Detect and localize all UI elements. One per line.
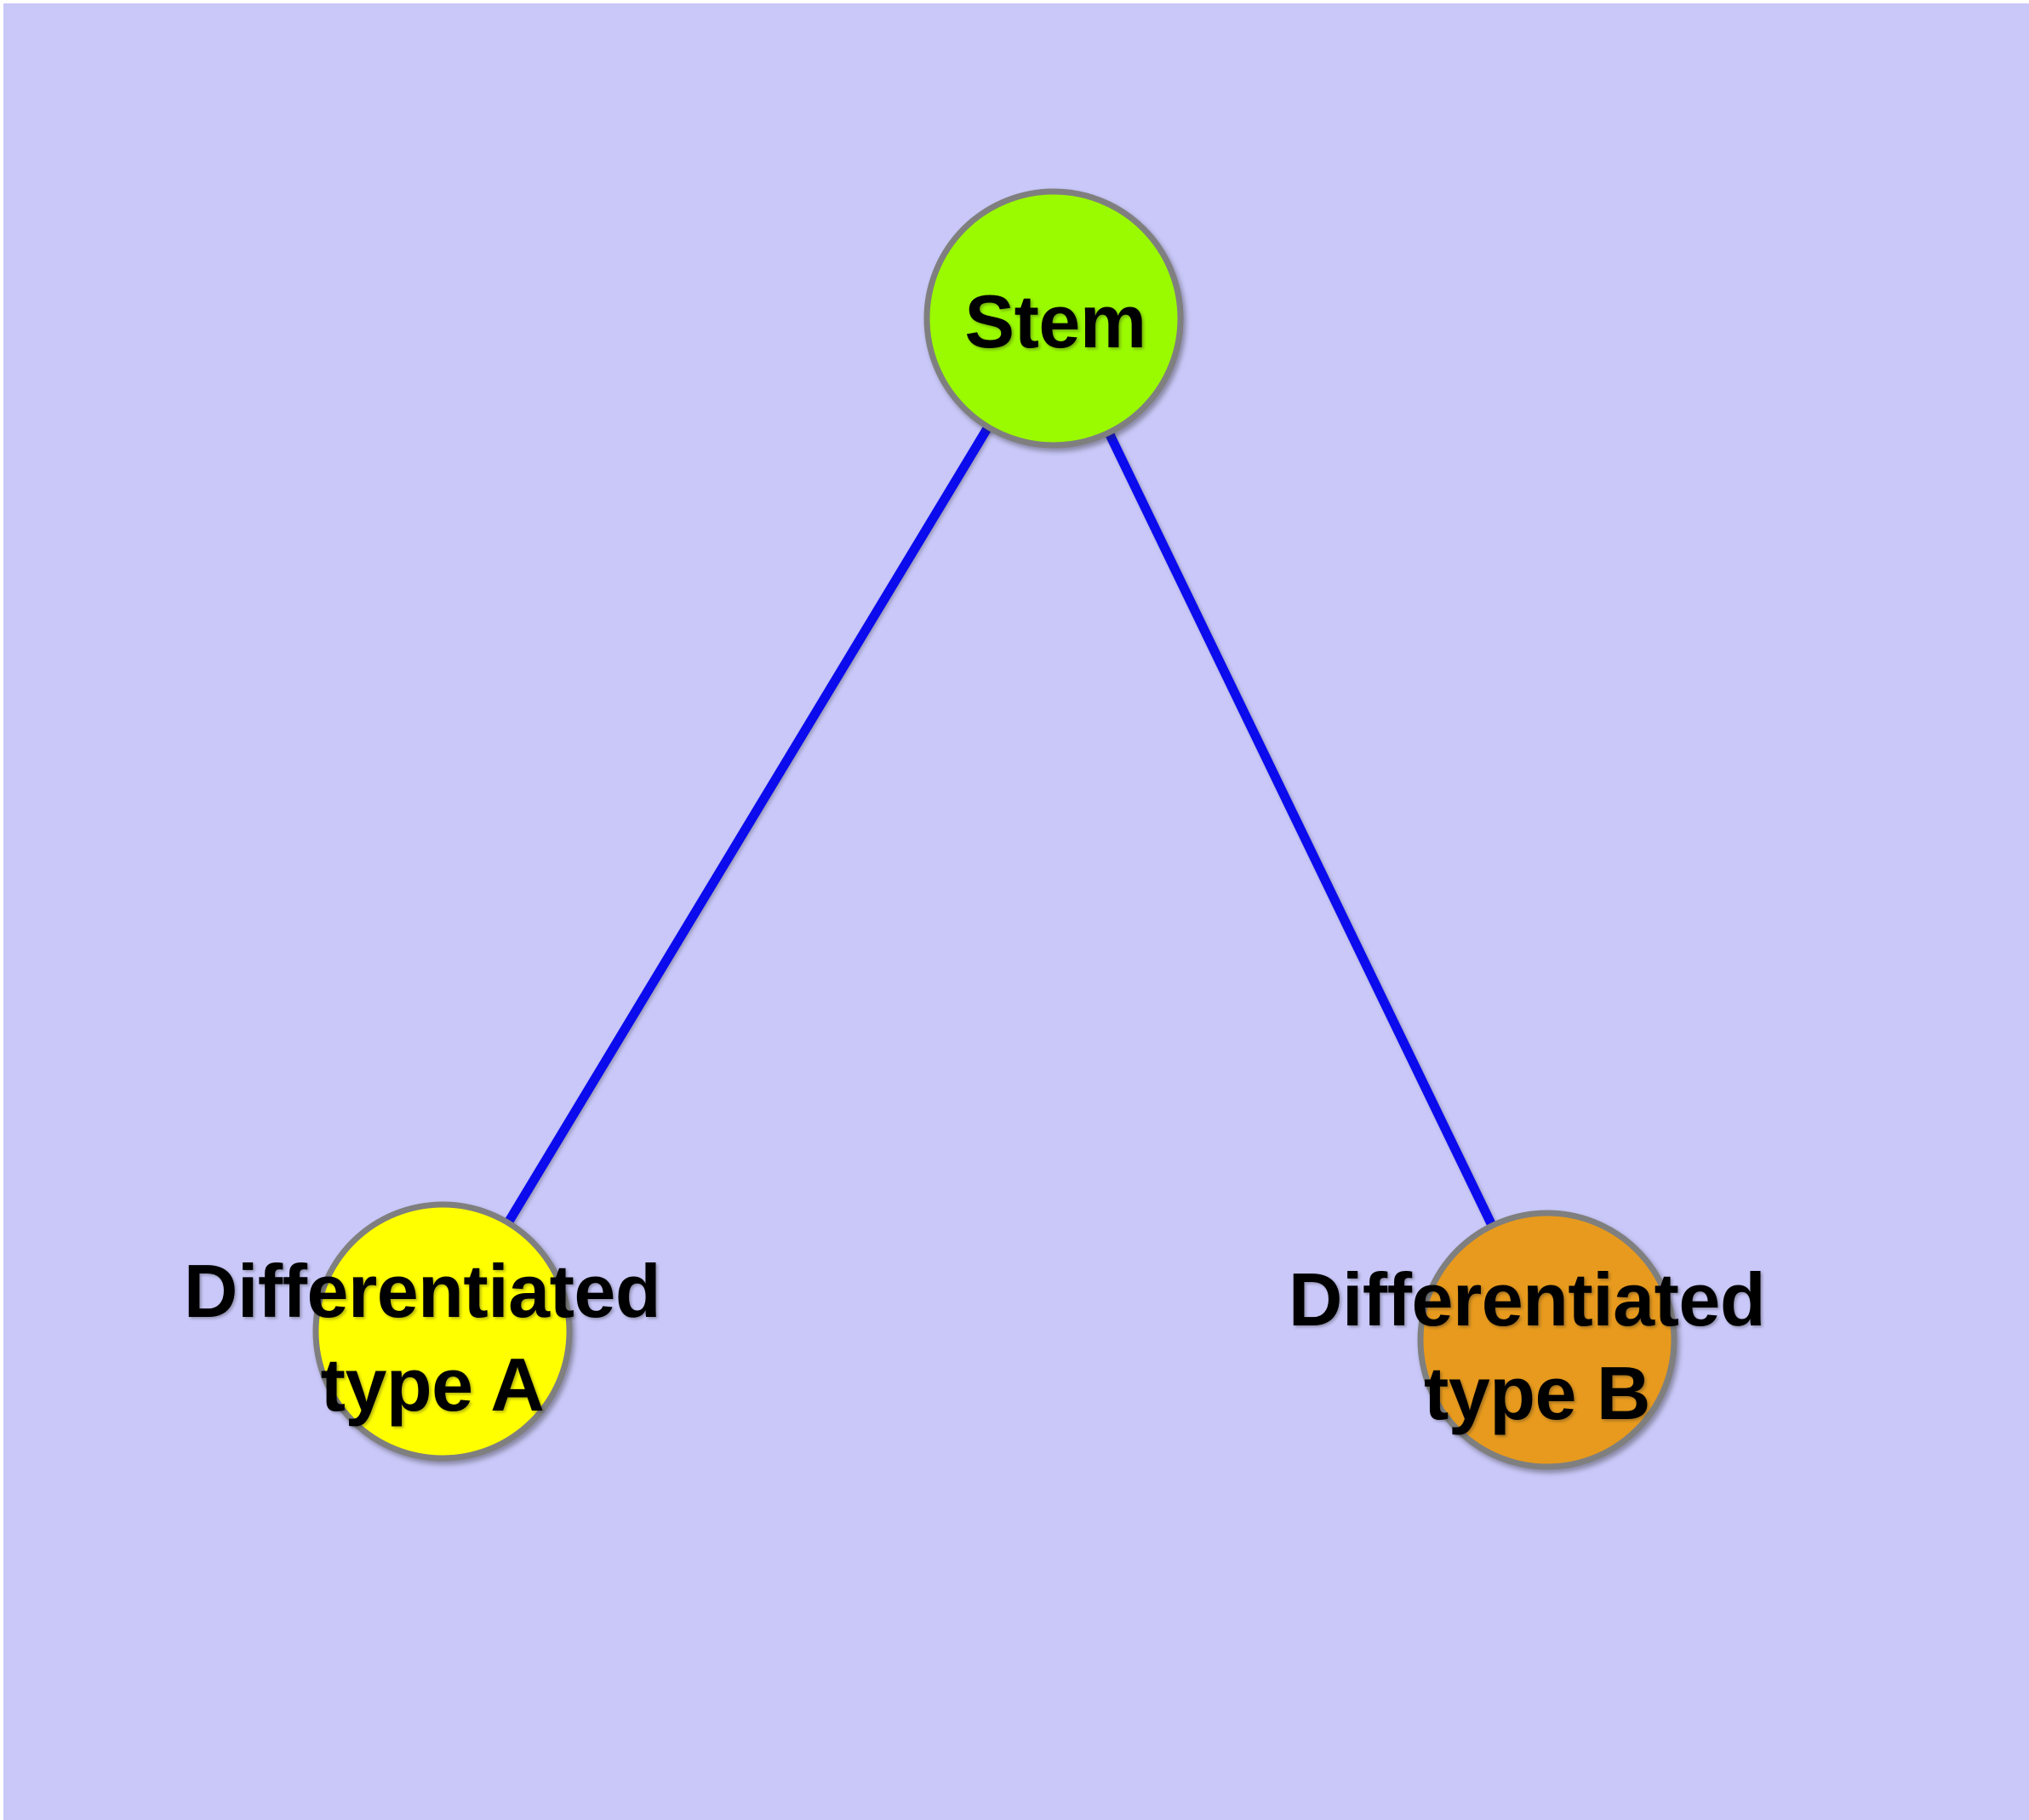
node-type-a-label: Differentiated type A [184,1249,681,1427]
edge-stem-to-type-b [1049,316,1552,1342]
node-type-b-label-line2: type B [1424,1351,1650,1435]
nodes-group [312,188,1677,1470]
labels-group: Stem Differentiated type A Differentiate… [184,279,1786,1435]
node-stem-label: Stem [964,279,1146,363]
node-type-b-label-line1: Differentiated [1289,1257,1765,1342]
node-type-b-label: Differentiated type B [1289,1257,1786,1435]
edge-stem-to-type-a [438,316,1058,1334]
node-type-a-label-line2: type A [321,1342,545,1427]
edges-group [438,316,1552,1342]
node-type-a-label-line1: Differentiated [184,1249,660,1333]
node-type-b-circle [1417,1210,1677,1470]
node-type-a-circle [312,1201,573,1462]
node-stem-circle [923,188,1184,449]
